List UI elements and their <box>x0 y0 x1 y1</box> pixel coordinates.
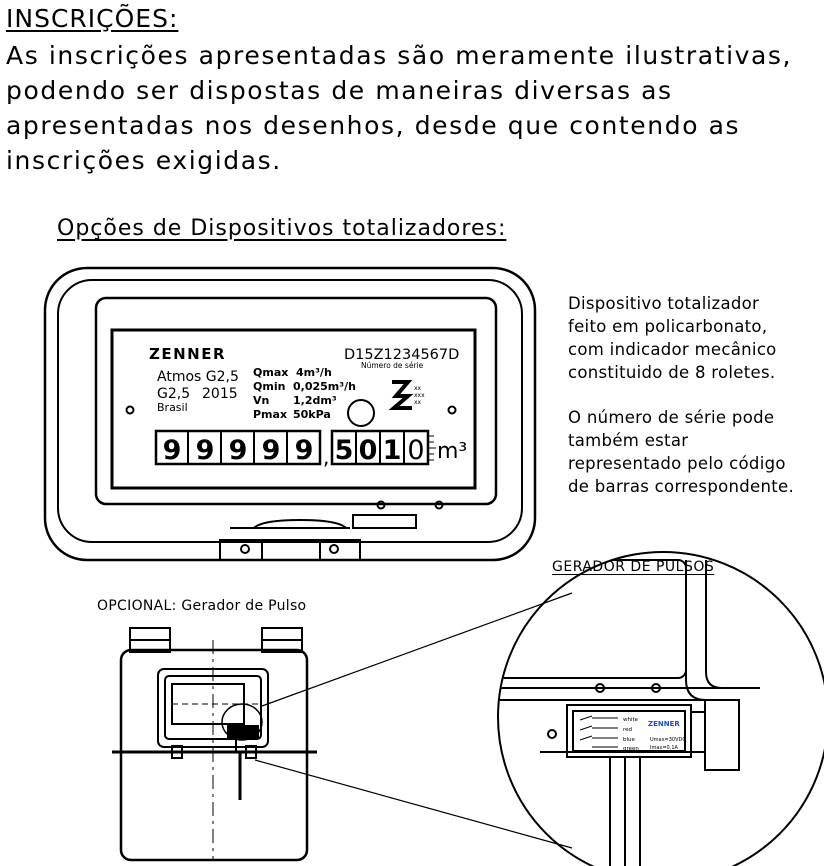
model-code: G2,5 <box>157 386 190 402</box>
totalizer-housing <box>43 266 537 562</box>
page-heading: INSCRIÇÕES: <box>6 4 179 33</box>
description-line: com indicador mecânico <box>568 340 777 359</box>
cert-mark-text: xx <box>414 399 422 406</box>
cert-mark-text: xxx <box>414 392 425 399</box>
description-line: constituido de 8 roletes. <box>568 363 776 382</box>
model-name: Atmos G2,5 <box>157 369 239 385</box>
wire-label: blue <box>623 737 636 743</box>
description-line: de barras correspondente. <box>568 477 794 496</box>
spec-value: 0,025m³/h <box>293 380 356 393</box>
certification-mark-icon <box>388 380 414 410</box>
description-line: O número de série pode <box>568 408 775 427</box>
counter-digit: 9 <box>163 435 182 466</box>
description-serial: O número de série pode também estar repr… <box>568 406 794 498</box>
spec-label: Qmin <box>253 380 285 393</box>
optional-label: OPCIONAL: Gerador de Pulso <box>97 598 307 614</box>
pulse-generator-title: GERADOR DE PULSOS <box>552 559 715 575</box>
serial-caption: Número de série <box>361 361 424 370</box>
counter-digit: 9 <box>229 435 248 466</box>
pulse-generator-detail <box>497 551 824 866</box>
spec-label: Qmax <box>253 366 288 379</box>
pulse-module-brand: ZENNER <box>648 720 680 728</box>
spec-label: Pmax <box>253 408 287 421</box>
spec-value: 4m³/h <box>296 366 332 379</box>
zenner-logo: ZENNER <box>149 345 226 363</box>
spec-value: 1,2dm³ <box>293 394 337 407</box>
meter-nameplate: ZENNER D15Z1234567D Número de série Atmo… <box>149 345 467 469</box>
spec-value: 50kPa <box>293 408 331 421</box>
gas-meter-body <box>112 627 317 862</box>
serial-number: D15Z1234567D <box>344 347 459 363</box>
description-line: também estar <box>568 431 689 450</box>
wire-label: red <box>623 727 632 733</box>
year: 2015 <box>202 386 238 402</box>
description-line: feito em policarbonato, <box>568 317 768 336</box>
country: Brasil <box>157 401 188 414</box>
options-title: Opções de Dispositivos totalizadores: <box>57 216 507 241</box>
counter-digit: 0 <box>407 435 424 466</box>
description-line: Dispositivo totalizador <box>568 294 760 313</box>
counter-digit: 9 <box>262 435 281 466</box>
counter-digit: 9 <box>196 435 215 466</box>
counter-digit: 1 <box>383 435 402 466</box>
counter-drums <box>154 429 436 466</box>
description-line: representado pelo código <box>568 454 786 473</box>
unit-label: m³ <box>437 439 467 464</box>
spec-label: Vn <box>253 394 269 407</box>
intro-paragraph: As inscrições apresentadas são meramente… <box>6 38 792 178</box>
wire-label: green <box>623 746 639 752</box>
wire-label: white <box>623 717 639 723</box>
description-material: Dispositivo totalizador feito em policar… <box>568 292 777 384</box>
pulse-module-labels: white red blue green ZENNER Umax=30VDC I… <box>623 717 686 752</box>
paragraph-line: As inscrições apresentadas são meramente… <box>6 41 793 70</box>
pulse-module-spec: Umax=30VDC <box>650 737 686 743</box>
cert-mark-text: xx <box>414 385 422 392</box>
decimal-separator: , <box>323 445 329 469</box>
paragraph-line: apresentadas nos desenhos, desde que con… <box>6 111 741 140</box>
paragraph-line: podendo ser dispostas de maneiras divers… <box>6 76 673 105</box>
paragraph-line: inscrições exigidas. <box>6 146 282 175</box>
counter-digit: 9 <box>295 435 314 466</box>
counter-digit: 0 <box>359 435 378 466</box>
pulse-module-spec: Imax=0,1A <box>650 745 679 751</box>
counter-digit: 5 <box>335 435 354 466</box>
